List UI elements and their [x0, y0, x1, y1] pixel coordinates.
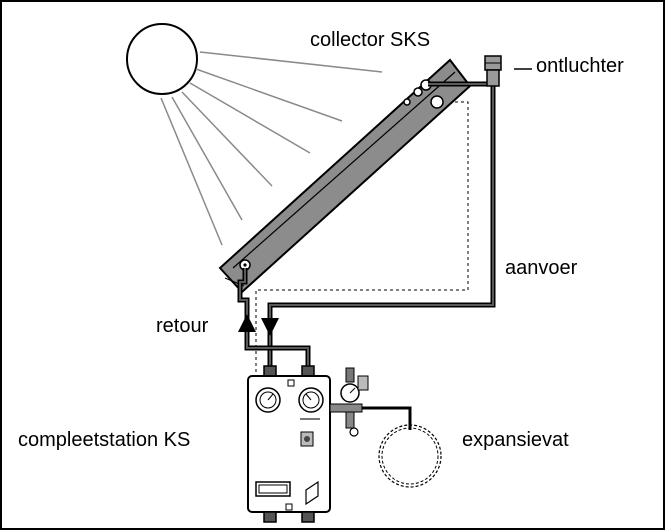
- expansion-vessel-icon: [378, 424, 442, 488]
- return-pipe-inner: [239, 268, 309, 368]
- air-vent-icon: [484, 55, 502, 87]
- safety-valve-group: [329, 367, 369, 437]
- sensor-cable: [255, 101, 469, 380]
- expansion-label: expansievat: [462, 429, 569, 451]
- sun-rays: [160, 51, 383, 246]
- return-label: retour: [156, 315, 209, 337]
- sun-icon: [126, 23, 198, 95]
- arrow-up-icon: [238, 314, 256, 332]
- station-label: compleetstation KS: [18, 429, 191, 451]
- supply-label: aanvoer: [505, 257, 578, 279]
- pump-station-icon: [247, 375, 331, 523]
- collector-label: collector SKS: [310, 29, 431, 51]
- vent-label: ontluchter: [536, 55, 624, 77]
- expansion-line: [362, 406, 412, 430]
- arrow-down-icon: [261, 318, 279, 336]
